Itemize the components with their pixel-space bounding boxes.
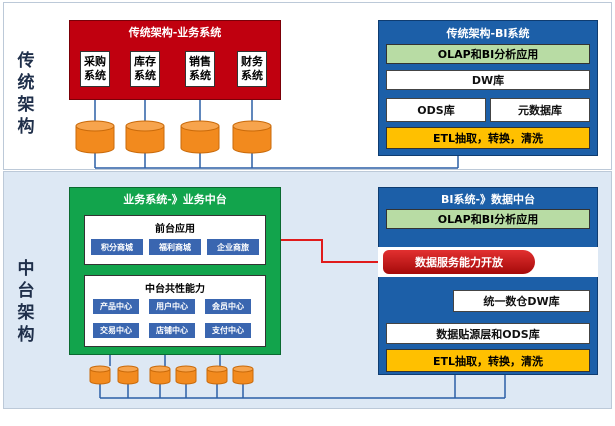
dw-label: DW库 <box>471 74 505 87</box>
user-center: 用户中心 <box>148 298 196 315</box>
front-app-business-travel: 企业商旅 <box>206 238 260 256</box>
etl-box-bottom: ETL抽取，转换，清洗 <box>386 349 590 372</box>
database-cylinder-icon <box>180 120 220 154</box>
ods-layer-box: 数据贴源层和ODS库 <box>386 323 590 344</box>
metadata-label: 元数据库 <box>518 104 562 117</box>
product-center: 产品中心 <box>92 298 140 315</box>
front-app-welfare-mall: 福利商城 <box>148 238 202 256</box>
center-label: 产品中心 <box>100 302 132 311</box>
system-label: 采购系统 <box>84 55 106 82</box>
database-cylinder-icon <box>75 120 115 154</box>
data-middle-platform-title: BI系统-》数据中台 <box>440 193 536 206</box>
etl-label: ETL抽取，转换，清洗 <box>432 354 544 368</box>
database-cylinder-icon <box>232 120 272 154</box>
dw-label: 统一数仓DW库 <box>483 295 560 308</box>
olap-bi-box-bottom: OLAP和BI分析应用 <box>386 209 590 229</box>
olap-bi-box-top: OLAP和BI分析应用 <box>386 44 590 64</box>
system-box-finance: 财务系统 <box>237 51 267 87</box>
database-cylinder-icon <box>206 365 228 385</box>
trade-center: 交易中心 <box>92 322 140 339</box>
ods-label: ODS库 <box>417 104 455 117</box>
middle-platform-label: 中台架构 <box>17 259 35 345</box>
payment-center: 支付中心 <box>204 322 252 339</box>
store-center: 店铺中心 <box>148 322 196 339</box>
app-label: 企业商旅 <box>217 242 249 252</box>
common-capability-title: 中台共性能力 <box>145 284 205 295</box>
center-label: 用户中心 <box>156 302 188 311</box>
system-box-sales: 销售系统 <box>185 51 215 87</box>
olap-label: OLAP和BI分析应用 <box>437 48 539 61</box>
data-service-capability: 数据服务能力开放 <box>383 250 535 274</box>
member-center: 会员中心 <box>204 298 252 315</box>
system-label: 财务系统 <box>241 55 263 82</box>
traditional-bi-title: 传统架构-BI系统 <box>446 27 530 40</box>
business-middle-platform-title: 业务系统-》业务中台 <box>123 193 227 206</box>
front-app-title: 前台应用 <box>155 224 195 235</box>
front-app-points-mall: 积分商城 <box>90 238 144 256</box>
database-cylinder-icon <box>232 365 254 385</box>
system-box-procurement: 采购系统 <box>80 51 110 87</box>
database-cylinder-icon <box>125 120 165 154</box>
etl-box-top: ETL抽取，转换，清洗 <box>386 127 590 149</box>
ods-label: 数据贴源层和ODS库 <box>436 327 540 341</box>
dw-box-top: DW库 <box>386 70 590 90</box>
etl-label: ETL抽取，转换，清洗 <box>432 132 544 145</box>
traditional-business-title: 传统架构-业务系统 <box>128 26 222 39</box>
metadata-box-top: 元数据库 <box>490 98 590 122</box>
ods-box-top: ODS库 <box>386 98 486 122</box>
traditional-label: 传统架构 <box>17 51 35 137</box>
system-label: 库存系统 <box>134 55 156 82</box>
center-label: 支付中心 <box>212 326 244 335</box>
center-label: 店铺中心 <box>156 326 188 335</box>
app-label: 福利商城 <box>159 242 191 252</box>
database-cylinder-icon <box>89 365 111 385</box>
unified-dw-box: 统一数仓DW库 <box>453 290 590 312</box>
database-cylinder-icon <box>149 365 171 385</box>
center-label: 交易中心 <box>100 326 132 335</box>
service-label: 数据服务能力开放 <box>415 256 503 269</box>
olap-label: OLAP和BI分析应用 <box>437 213 539 226</box>
app-label: 积分商城 <box>101 242 133 252</box>
center-label: 会员中心 <box>212 302 244 311</box>
system-label: 销售系统 <box>189 55 211 82</box>
database-cylinder-icon <box>117 365 139 385</box>
database-cylinder-icon <box>175 365 197 385</box>
system-box-inventory: 库存系统 <box>130 51 160 87</box>
